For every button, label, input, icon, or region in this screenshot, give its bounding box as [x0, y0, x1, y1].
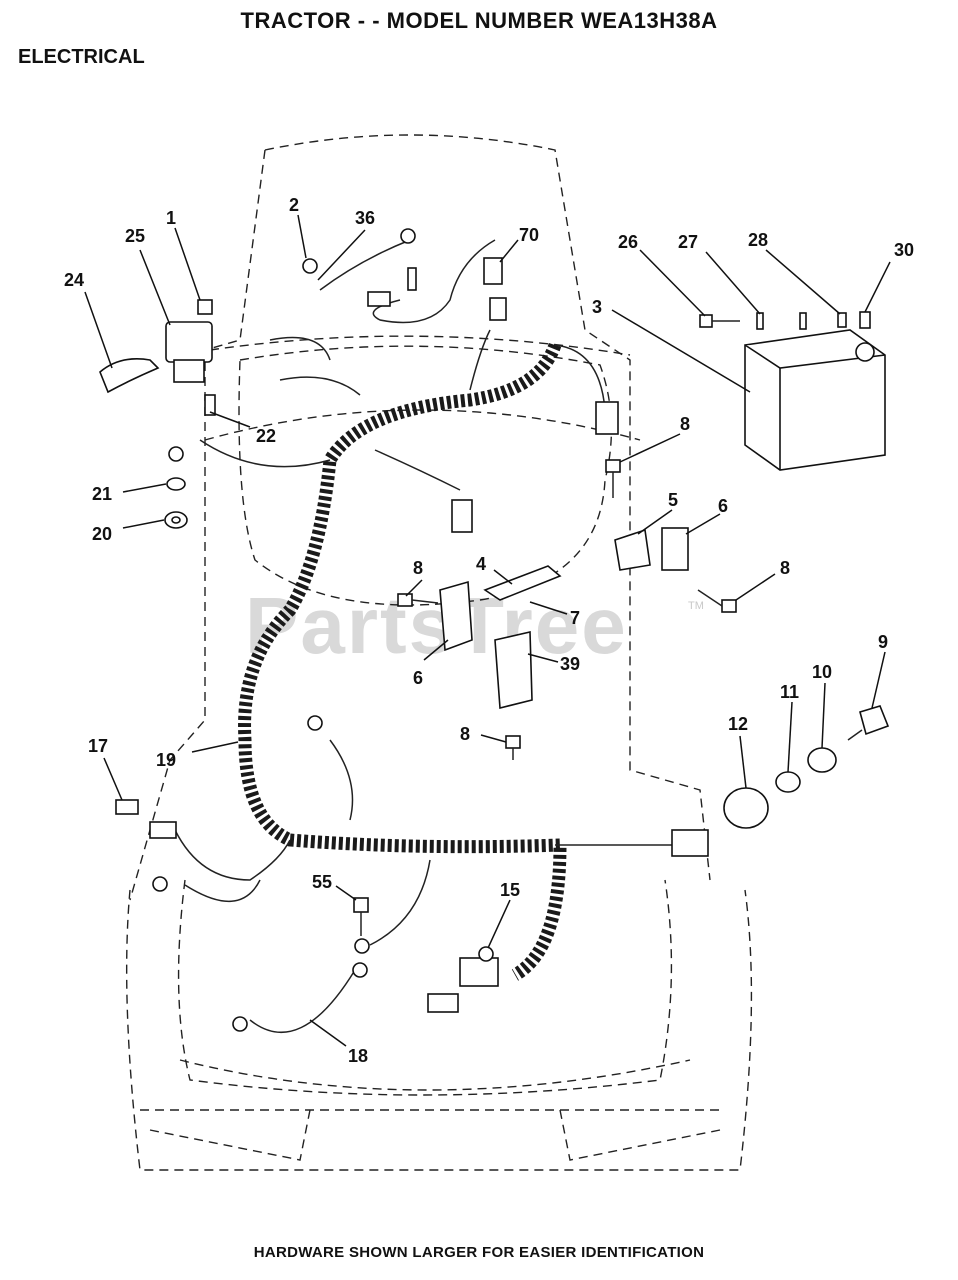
callout-1: 1 — [166, 208, 176, 228]
callout-3: 3 — [592, 297, 602, 317]
callout-8c: 8 — [780, 558, 790, 578]
callout-30: 30 — [894, 240, 914, 260]
section-label: ELECTRICAL — [18, 46, 145, 68]
callout-28: 28 — [748, 230, 768, 250]
callout-17: 17 — [88, 736, 108, 756]
footer-note: HARDWARE SHOWN LARGER FOR EASIER IDENTIF… — [253, 1244, 705, 1261]
callout-18: 18 — [348, 1046, 368, 1066]
watermark-tm: TM — [688, 600, 704, 612]
tractor-body-outline — [125, 134, 753, 1171]
callout-25: 25 — [125, 226, 145, 246]
callout-20: 20 — [92, 524, 112, 544]
callout-70: 70 — [519, 225, 539, 245]
parts — [99, 228, 890, 1032]
callout-24: 24 — [64, 270, 84, 290]
coiled-harness — [238, 342, 690, 981]
callout-21: 21 — [92, 484, 112, 504]
callout-36: 36 — [355, 208, 375, 228]
leader-lines — [84, 214, 891, 1047]
watermark: PartsTree — [245, 581, 628, 670]
callout-26: 26 — [618, 232, 638, 252]
diagram-title: TRACTOR - - MODEL NUMBER WEA13H38A — [240, 8, 718, 33]
callout-27: 27 — [678, 232, 698, 252]
callout-8a: 8 — [680, 414, 690, 434]
callout-8d: 8 — [460, 724, 470, 744]
callout-4: 4 — [476, 554, 486, 574]
callout-39: 39 — [560, 654, 580, 674]
callout-22: 22 — [256, 426, 276, 446]
callout-6a: 6 — [718, 496, 728, 516]
callout-10: 10 — [812, 662, 832, 682]
callout-5: 5 — [668, 490, 678, 510]
callout-8b: 8 — [413, 558, 423, 578]
callout-12: 12 — [728, 714, 748, 734]
callout-2: 2 — [289, 195, 299, 215]
callout-labels: 1 2 3 4 5 6 6 7 8 8 8 8 8 9 10 11 12 15 … — [64, 195, 914, 1066]
callout-55: 55 — [312, 872, 332, 892]
callout-7: 7 — [570, 608, 580, 628]
callout-19: 19 — [156, 750, 176, 770]
callout-11: 11 — [780, 682, 799, 702]
callout-6b: 6 — [413, 668, 423, 688]
callout-15: 15 — [500, 880, 520, 900]
callout-9: 9 — [878, 632, 888, 652]
wire-leads — [174, 239, 496, 1034]
